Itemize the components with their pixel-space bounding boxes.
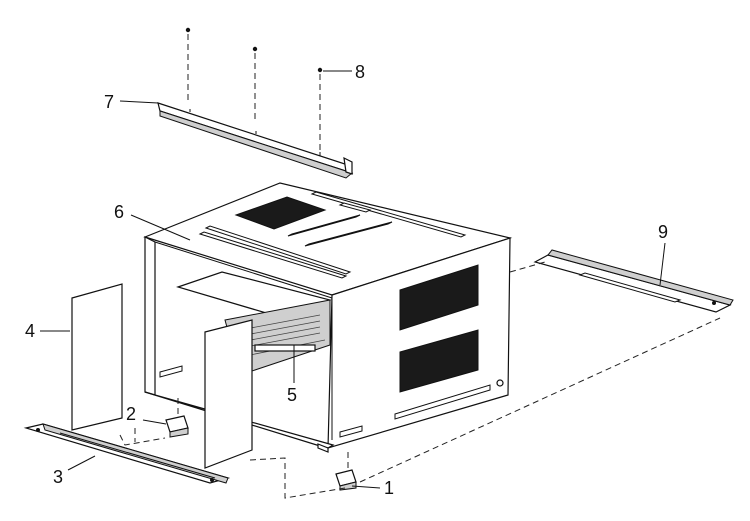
callout-7: 7 (104, 92, 159, 112)
callout-4-label: 4 (25, 321, 35, 341)
screw-3 (317, 67, 323, 150)
top-angle-rail (157, 102, 354, 179)
callout-6: 6 (114, 202, 191, 241)
screws (185, 27, 323, 150)
screw-1 (185, 27, 191, 100)
side-panel-left (71, 283, 123, 431)
callout-1: 1 (351, 478, 394, 498)
front-drop-panel (204, 319, 253, 469)
callout-5: 5 (287, 345, 297, 405)
screw-2 (252, 46, 258, 120)
callout-3: 3 (53, 455, 96, 487)
side-angle-rail (533, 249, 734, 313)
callout-9-label: 9 (658, 222, 668, 242)
assembly-guides (119, 261, 721, 499)
callout-1-label: 1 (384, 478, 394, 498)
callouts: 1 2 3 4 5 6 7 8 (25, 62, 668, 498)
callout-2-label: 2 (126, 404, 136, 424)
callout-4: 4 (25, 321, 70, 341)
lower-bracket-left (165, 398, 189, 438)
callout-8: 8 (323, 62, 365, 82)
cabinet-sleeve (143, 182, 513, 453)
lower-bracket-right (335, 452, 357, 491)
bottom-rail (23, 423, 231, 484)
callout-5-label: 5 (287, 385, 297, 405)
callout-8-label: 8 (355, 62, 365, 82)
callout-3-label: 3 (53, 467, 63, 487)
callout-6-label: 6 (114, 202, 124, 222)
callout-9: 9 (658, 222, 668, 286)
callout-7-label: 7 (104, 92, 114, 112)
callout-2: 2 (126, 404, 167, 425)
